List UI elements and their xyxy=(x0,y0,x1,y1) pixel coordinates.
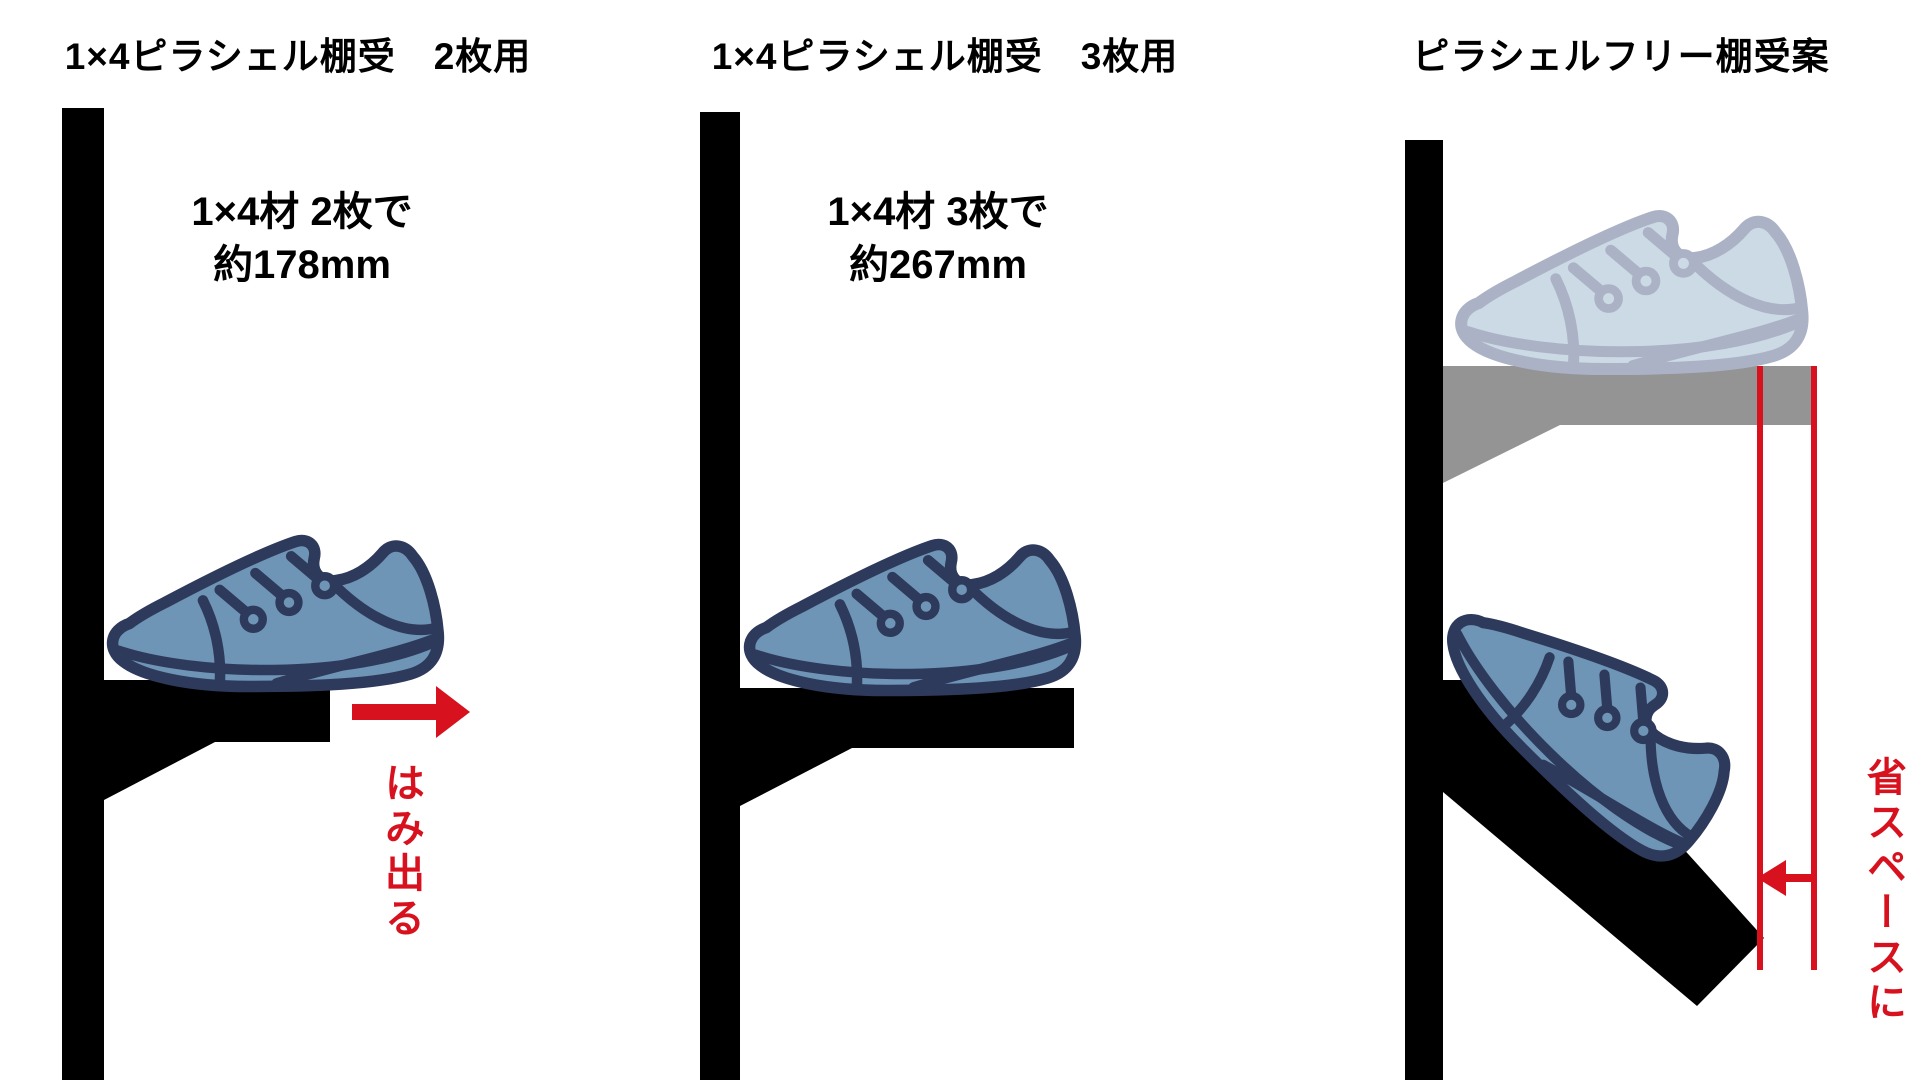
panel2-note: 1×4材 3枚で 約267mm xyxy=(827,186,1048,292)
saving-arrow-head xyxy=(1757,860,1786,896)
saving-arrow-shaft xyxy=(1778,874,1814,882)
panel3-title: ピラシェルフリー棚受案 xyxy=(1412,36,1830,77)
overhang-arrow-shaft xyxy=(352,704,438,720)
sneaker-icon xyxy=(113,541,439,687)
panel2-shelf-board xyxy=(740,688,1074,748)
space-measure-marks xyxy=(1757,366,1817,970)
panel3-ghost-shelf-brace xyxy=(1443,425,1560,483)
panel2-title: 1×4ピラシェル棚受 3枚用 xyxy=(711,36,1179,77)
panel3-ghost-shelf-board xyxy=(1443,366,1815,425)
panel3-annotation: 省スペースに xyxy=(1861,756,1905,1026)
panel3-angled-beam xyxy=(1443,690,1764,1006)
overhang-arrow-head xyxy=(436,686,470,738)
panel2-bracket xyxy=(700,112,1074,1080)
panel2-shelf-brace xyxy=(740,748,852,806)
panel2-pillar xyxy=(700,112,740,1080)
ghost-sneaker-icon xyxy=(1461,216,1802,369)
panel1-note-line2: 約178mm xyxy=(213,242,391,287)
panel1-note-line1: 1×4材 2枚で xyxy=(191,190,413,234)
overhang-arrow-icon xyxy=(352,686,470,738)
panel2-note-line1: 1×4材 3枚で xyxy=(827,190,1049,234)
panel3-pillar xyxy=(1405,140,1443,1080)
measure-line-right xyxy=(1811,366,1817,970)
panel1-title: 1×4ピラシェル棚受 2枚用 xyxy=(64,36,532,77)
measure-line-left xyxy=(1757,366,1763,970)
panel1-annotation: はみ出る xyxy=(379,762,423,942)
panel1-note: 1×4材 2枚で 約178mm xyxy=(191,186,412,292)
panel2-note-line2: 約267mm xyxy=(849,242,1027,287)
panel1-pillar xyxy=(62,108,104,1080)
sneaker-icon xyxy=(750,545,1076,691)
panel1-shelf-brace xyxy=(104,742,215,800)
